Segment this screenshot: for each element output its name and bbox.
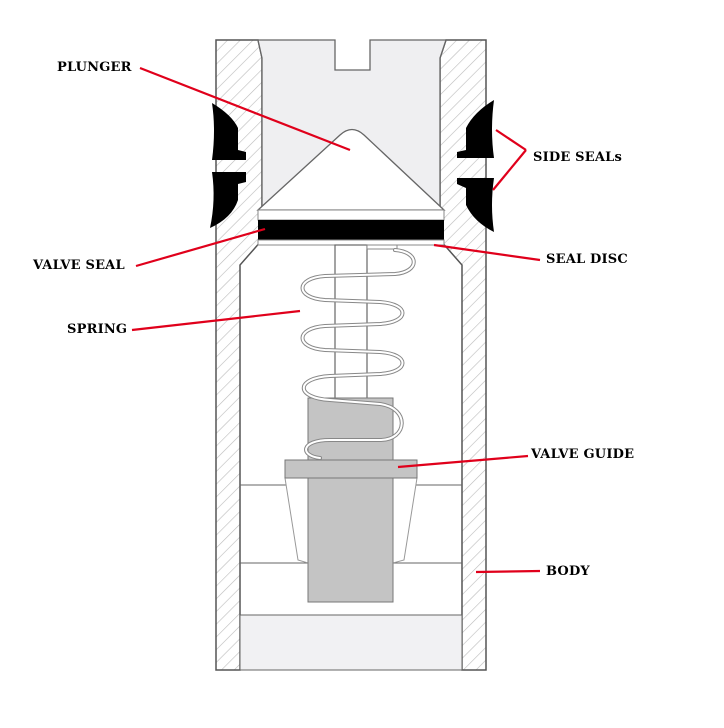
seal-disc — [257, 239, 445, 246]
plunger-cone — [256, 128, 446, 211]
valve-seal-leader — [135, 227, 266, 268]
label-valve-guide: VALVE GUIDE — [531, 447, 635, 462]
body-leader — [475, 569, 541, 574]
label-seal-disc: SEAL DISC — [546, 252, 628, 267]
valve-guide-leader — [397, 454, 529, 469]
valve-guide-upper — [307, 397, 394, 461]
spring-leader — [131, 309, 301, 332]
plunger-leader — [139, 66, 351, 152]
label-body: BODY — [546, 564, 590, 579]
guide-seat-right — [392, 477, 418, 564]
label-plunger: PLUNGER — [57, 60, 132, 75]
seal-disc-leader — [433, 243, 541, 262]
side-seals-left — [210, 103, 246, 228]
label-side-seals: SIDE SEALs — [533, 150, 623, 165]
valve-guide-lower — [307, 477, 394, 603]
leader-lines — [131, 66, 541, 574]
label-spring: SPRING — [67, 322, 128, 337]
side-seals-leader-top — [495, 129, 527, 151]
bottom-plug — [239, 614, 463, 671]
valve-guide-flange — [284, 459, 418, 479]
label-valve-seal: VALVE SEAL — [33, 258, 125, 273]
guide-seat-left — [284, 477, 309, 564]
side-seals-leader-bottom — [492, 149, 527, 191]
side-seals-right — [457, 100, 494, 232]
valve-seal — [258, 220, 444, 240]
seal-disc-top — [257, 209, 445, 221]
